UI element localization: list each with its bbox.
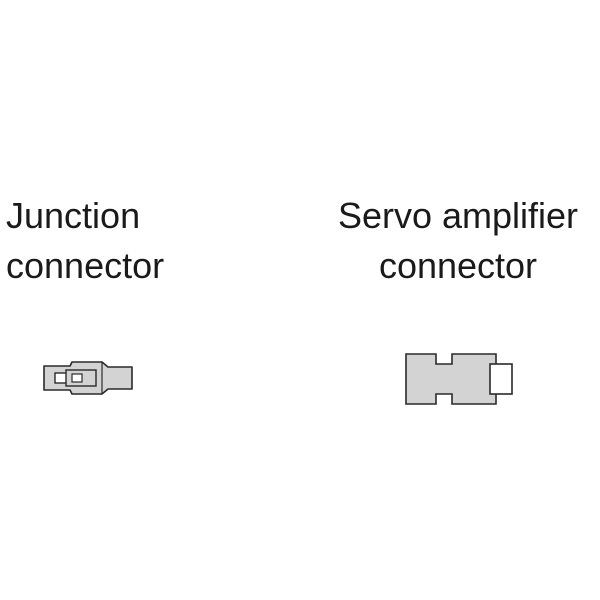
junction-connector-label: Junction connector (6, 191, 164, 291)
junction-label-line1: Junction (6, 195, 141, 236)
servo-amplifier-connector-icon (405, 353, 513, 405)
junction-connector-icon (43, 361, 133, 395)
servo-connector-lock-tab (489, 363, 513, 395)
servo-label-line2: connector (378, 245, 538, 286)
junction-label-line2: connector (6, 245, 165, 286)
servo-label-line1: Servo amplifier (337, 195, 579, 236)
servo-connector-body (405, 353, 497, 405)
servo-amplifier-connector-label: Servo amplifier connector (322, 191, 594, 291)
junction-connector-latch-inner (71, 373, 83, 383)
